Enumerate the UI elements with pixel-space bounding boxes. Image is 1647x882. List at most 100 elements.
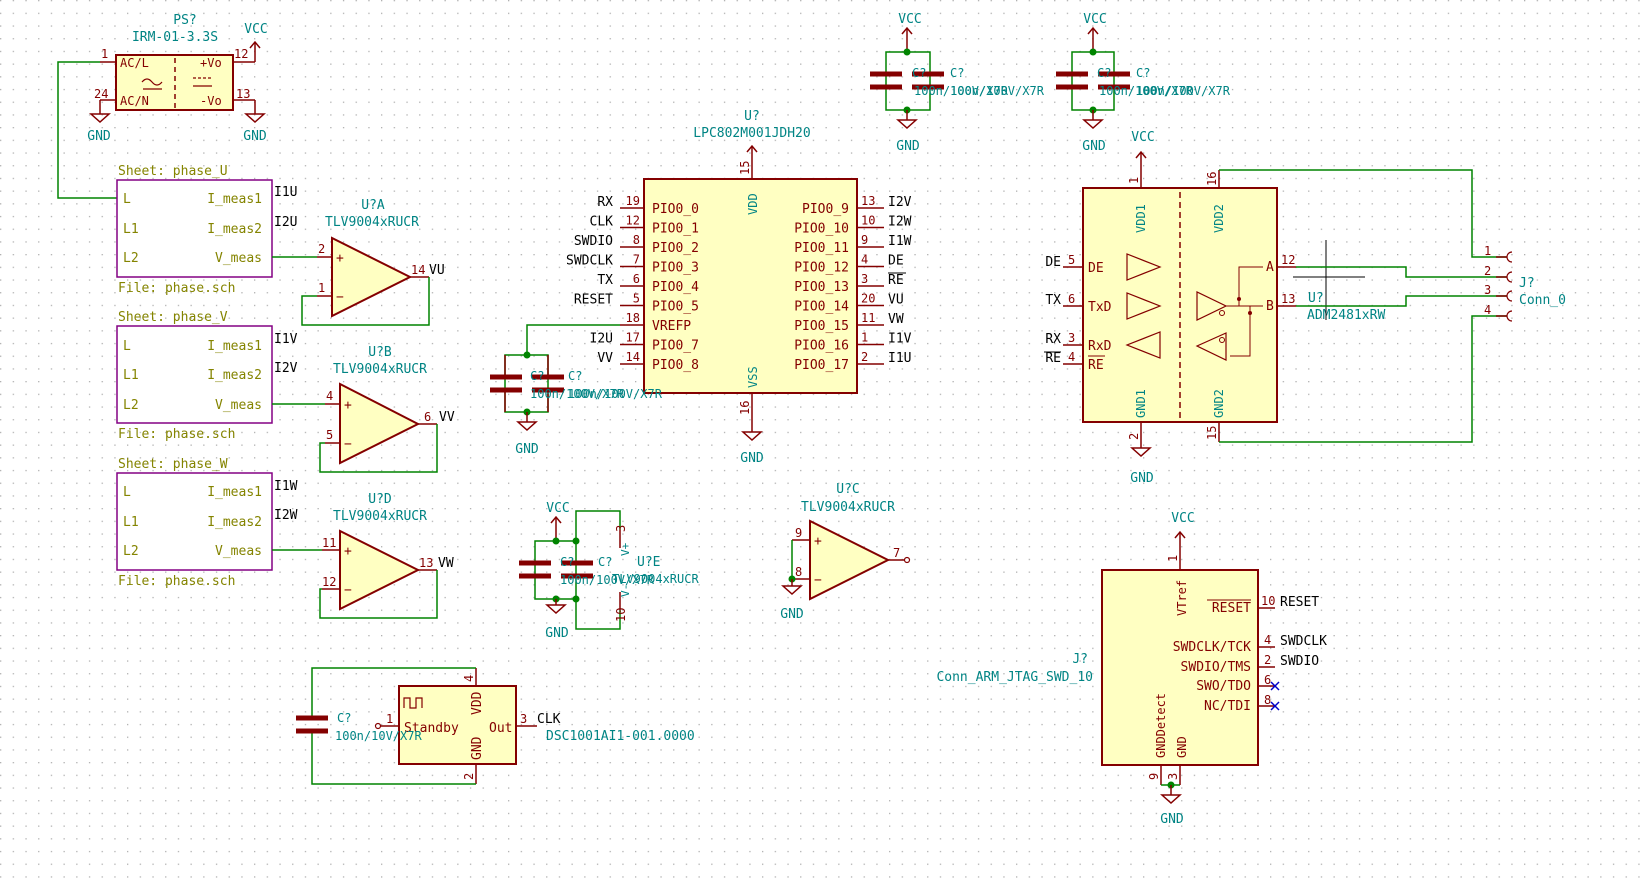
svg-text:6: 6 [424,410,431,424]
svg-text:100n/100V/X7R: 100n/100V/X7R [914,84,1009,98]
decoupling-cap-2[interactable]: VCC C? C? 100n/100V/X7R 100n/100V/X7R GN… [1056,12,1231,154]
svg-text:PIO0_11: PIO0_11 [794,241,849,256]
svg-text:3: 3 [520,712,527,726]
svg-text:PIO0_2: PIO0_2 [652,241,699,256]
svg-text:PIO0_7: PIO0_7 [652,339,699,354]
svg-text:11: 11 [322,536,336,550]
net-label: RESET [574,293,613,308]
svg-text:VCC: VCC [1131,130,1154,145]
svg-text:4: 4 [462,675,476,682]
svg-text:16: 16 [1205,172,1219,186]
svg-text:SWO/TDO: SWO/TDO [1196,679,1251,694]
svg-text:U?A: U?A [361,198,385,213]
sheet-phase-w[interactable]: Sheet: phase_W File: phase.sch L L1 L2 I… [116,457,298,589]
svg-text:GND: GND [470,736,485,760]
capacitor-osc[interactable]: C? 100n/10V/X7R [296,711,422,743]
capacitor-vrefp[interactable]: C? C? 100n/100V/X7R 100n/100V/X7R [490,355,663,412]
svg-text:GNDDetect: GNDDetect [1154,693,1168,758]
jtag-connector[interactable]: J? Conn_ARM_JTAG_SWD_10 VCC 1 VTref RESE… [936,511,1327,785]
svg-text:GND: GND [515,442,539,457]
svg-text:L2: L2 [123,398,139,413]
net-label: RX [597,195,613,210]
svg-text:VCC: VCC [546,501,569,516]
svg-text:4: 4 [1484,303,1491,317]
net-label: SWDCLK [1280,634,1327,649]
net-label: SWDIO [574,234,613,249]
opamp-u-a[interactable]: U?A TLV9004xRUCR + − 2 1 14 VU [317,198,445,318]
opamp-u-b[interactable]: U?B TLV9004xRUCR + − 4 5 6 VV [325,345,455,465]
svg-text:U?: U? [744,109,760,124]
svg-text:Conn_ARM_JTAG_SWD_10: Conn_ARM_JTAG_SWD_10 [936,670,1093,685]
svg-text:5: 5 [633,292,640,306]
svg-text:RxD: RxD [1088,339,1112,354]
opamp-u-d[interactable]: U?D TLV9004xRUCR + − 11 12 13 VW [322,492,454,611]
svg-text:9: 9 [1147,773,1161,780]
svg-text:VTref: VTref [1175,580,1189,616]
ac-symbol-icon [141,78,163,86]
svg-text:TxD: TxD [1088,300,1112,315]
mcu-lpc802[interactable]: U? LPC802M001JDH20 15 VDD 16 VSS [643,109,858,432]
svg-text:3: 3 [1484,283,1491,297]
net-label: I2W [274,508,298,523]
net-label: DE [888,254,904,269]
svg-text:8: 8 [633,233,640,247]
svg-text:V_meas: V_meas [215,544,262,559]
svg-text:100n/100V/X7R: 100n/100V/X7R [1099,84,1194,98]
svg-text:GND: GND [87,129,111,144]
svg-text:1: 1 [1127,177,1141,184]
svg-text:J?: J? [1519,276,1535,291]
opamp-u-e-decoupling[interactable]: VCC C? C? 100n/100V/X7R 3 10 V+ V- U?E T… [519,501,699,641]
psu-ref: PS? [173,13,196,28]
svg-text:C?: C? [568,369,582,383]
decoupling-cap-1[interactable]: VCC C? C? 100n/100V/X7R 100n/100V/X7R GN… [870,12,1045,154]
sheet-phase-u[interactable]: Sheet: phase_U File: phase.sch L L1 L2 I… [116,164,297,296]
psu-value: IRM-01-3.3S [132,30,218,45]
sheet-phase-v[interactable]: Sheet: phase_V File: phase.sch L L1 L2 I… [116,310,298,442]
svg-text:GND: GND [740,451,764,466]
net-label: I2V [274,361,298,376]
svg-text:3: 3 [1166,773,1180,780]
net-label: VW [438,556,454,571]
svg-text:VSS: VSS [746,366,760,388]
svg-text:J?: J? [1072,652,1088,667]
gnd-symbol: GND [1160,785,1184,827]
svg-text:3: 3 [861,272,868,286]
oscillator-dsc1001[interactable]: Standby VDD GND Out 1 4 2 3 CLK DSC1001A… [374,668,695,784]
svg-text:C?: C? [1097,66,1111,80]
svg-text:PIO0_14: PIO0_14 [794,300,849,315]
receiver-buffer-icon [1125,331,1161,359]
svg-text:PIO0_1: PIO0_1 [652,222,699,237]
svg-text:3: 3 [1068,331,1075,345]
svg-text:4: 4 [1264,633,1271,647]
connector-j[interactable]: 1 2 3 4 J? Conn_0 [1484,244,1566,322]
power-supply[interactable]: PS? IRM-01-3.3S AC/L AC/N +Vo -Vo 1 24 1… [94,13,255,111]
opamp-u-c[interactable]: U?C TLV9004xRUCR + − 9 8 7 [792,482,911,601]
svg-text:PIO0_16: PIO0_16 [794,339,849,354]
svg-text:8: 8 [795,565,802,579]
net-label: SWDCLK [566,254,613,269]
svg-text:12: 12 [322,575,336,589]
svg-text:2: 2 [318,242,325,256]
net-label: I1V [888,332,912,347]
svg-text:7: 7 [633,253,640,267]
svg-text:L2: L2 [123,544,139,559]
sheet-file: File: phase.sch [118,574,235,589]
svg-text:L: L [123,192,131,207]
svg-text:RE: RE [1088,358,1104,373]
svg-text:C?: C? [598,555,612,569]
svg-text:RESET: RESET [1212,601,1251,616]
svg-text:L1: L1 [123,515,139,530]
rs485-transceiver[interactable]: VDD1 VDD2 GND1 GND2 1 16 2 15 5 DE DE 6 … [1044,170,1385,448]
svg-text:PIO0_10: PIO0_10 [794,222,849,237]
svg-text:PIO0_5: PIO0_5 [652,300,699,315]
svg-text:PIO0_8: PIO0_8 [652,358,699,373]
svg-text:1: 1 [1166,555,1180,562]
svg-text:I_meas2: I_meas2 [207,515,262,530]
no-connect-icon [1270,701,1280,711]
